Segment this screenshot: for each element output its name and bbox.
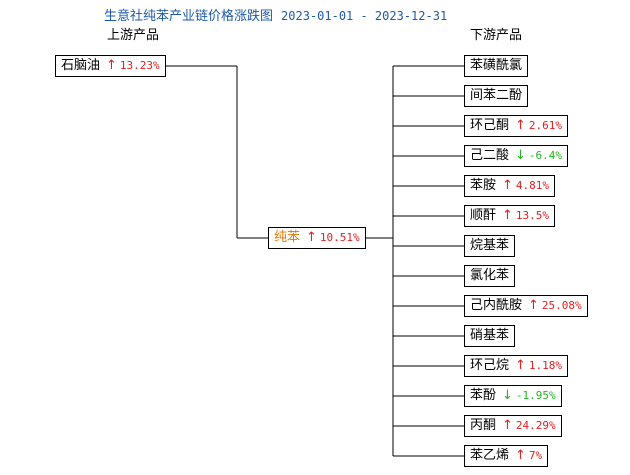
node-name: 石脑油 (61, 58, 101, 73)
node-change: ↑1.18% (515, 358, 563, 373)
downstream-header: 下游产品 (470, 28, 523, 43)
node-name: 苯磺酰氯 (470, 58, 523, 73)
node-name: 氯化苯 (470, 268, 510, 283)
node-change: ↓-1.95% (502, 388, 556, 403)
up-arrow-icon: ↑ (502, 418, 513, 433)
node-change: ↑13.23% (106, 58, 160, 73)
up-arrow-icon: ↑ (502, 178, 513, 193)
node-name: 己内酰胺 (470, 298, 523, 313)
downstream-node[interactable]: 环己烷 ↑1.18% (464, 355, 569, 377)
node-change: ↑10.51% (306, 230, 360, 245)
node-name: 苯乙烯 (470, 448, 510, 463)
downstream-node[interactable]: 间苯二酚 (464, 85, 529, 107)
node-name: 硝基苯 (470, 328, 510, 343)
downstream-node[interactable]: 硝基苯 (464, 325, 516, 347)
center-node[interactable]: 纯苯 ↑10.51% (268, 227, 366, 249)
node-change: ↑2.61% (515, 118, 563, 133)
downstream-node[interactable]: 顺酐 ↑13.5% (464, 205, 556, 227)
upstream-node[interactable]: 石脑油 ↑13.23% (55, 55, 166, 77)
change-value: 2.61% (528, 119, 563, 132)
upstream-header: 上游产品 (107, 28, 160, 43)
chart-title: 生意社纯苯产业链价格涨跌图 2023-01-01 - 2023-12-31 (104, 7, 447, 25)
downstream-node[interactable]: 苯磺酰氯 (464, 55, 529, 77)
downstream-node[interactable]: 氯化苯 (464, 265, 516, 287)
up-arrow-icon: ↑ (528, 298, 539, 313)
node-name: 纯苯 (274, 230, 301, 245)
node-name: 烷基苯 (470, 238, 510, 253)
node-name: 苯胺 (470, 178, 497, 193)
node-name: 苯酚 (470, 388, 497, 403)
downstream-node[interactable]: 己二酸 ↓-6.4% (464, 145, 569, 167)
downstream-node[interactable]: 己内酰胺 ↑25.08% (464, 295, 588, 317)
change-value: 13.5% (515, 209, 550, 222)
change-value: -6.4% (528, 149, 563, 162)
down-arrow-icon: ↓ (515, 148, 526, 163)
downstream-node[interactable]: 环己酮 ↑2.61% (464, 115, 569, 137)
node-change: ↑4.81% (502, 178, 550, 193)
node-name: 间苯二酚 (470, 88, 523, 103)
node-name: 顺酐 (470, 208, 497, 223)
up-arrow-icon: ↑ (515, 358, 526, 373)
change-value: 25.08% (541, 299, 582, 312)
downstream-node[interactable]: 苯酚 ↓-1.95% (464, 385, 562, 407)
up-arrow-icon: ↑ (502, 208, 513, 223)
change-value: 10.51% (319, 231, 360, 244)
downstream-node[interactable]: 苯乙烯 ↑7% (464, 445, 549, 467)
up-arrow-icon: ↑ (106, 58, 117, 73)
up-arrow-icon: ↑ (515, 448, 526, 463)
change-value: 7% (528, 449, 543, 462)
change-value: 4.81% (515, 179, 550, 192)
downstream-node[interactable]: 烷基苯 (464, 235, 516, 257)
node-name: 环己烷 (470, 358, 510, 373)
change-value: 13.23% (119, 59, 160, 72)
up-arrow-icon: ↑ (306, 230, 317, 245)
node-change: ↑25.08% (528, 298, 582, 313)
node-change: ↑24.29% (502, 418, 556, 433)
down-arrow-icon: ↓ (502, 388, 513, 403)
node-change: ↑7% (515, 448, 543, 463)
change-value: 1.18% (528, 359, 563, 372)
downstream-node[interactable]: 苯胺 ↑4.81% (464, 175, 556, 197)
node-change: ↑13.5% (502, 208, 550, 223)
date-range: 2023-01-01 - 2023-12-31 (281, 9, 448, 23)
node-name: 环己酮 (470, 118, 510, 133)
downstream-node[interactable]: 丙酮 ↑24.29% (464, 415, 562, 437)
change-value: -1.95% (515, 389, 556, 402)
change-value: 24.29% (515, 419, 556, 432)
node-name: 丙酮 (470, 418, 497, 433)
node-name: 己二酸 (470, 148, 510, 163)
node-change: ↓-6.4% (515, 148, 563, 163)
title-text: 生意社纯苯产业链价格涨跌图 (104, 9, 274, 24)
up-arrow-icon: ↑ (515, 118, 526, 133)
